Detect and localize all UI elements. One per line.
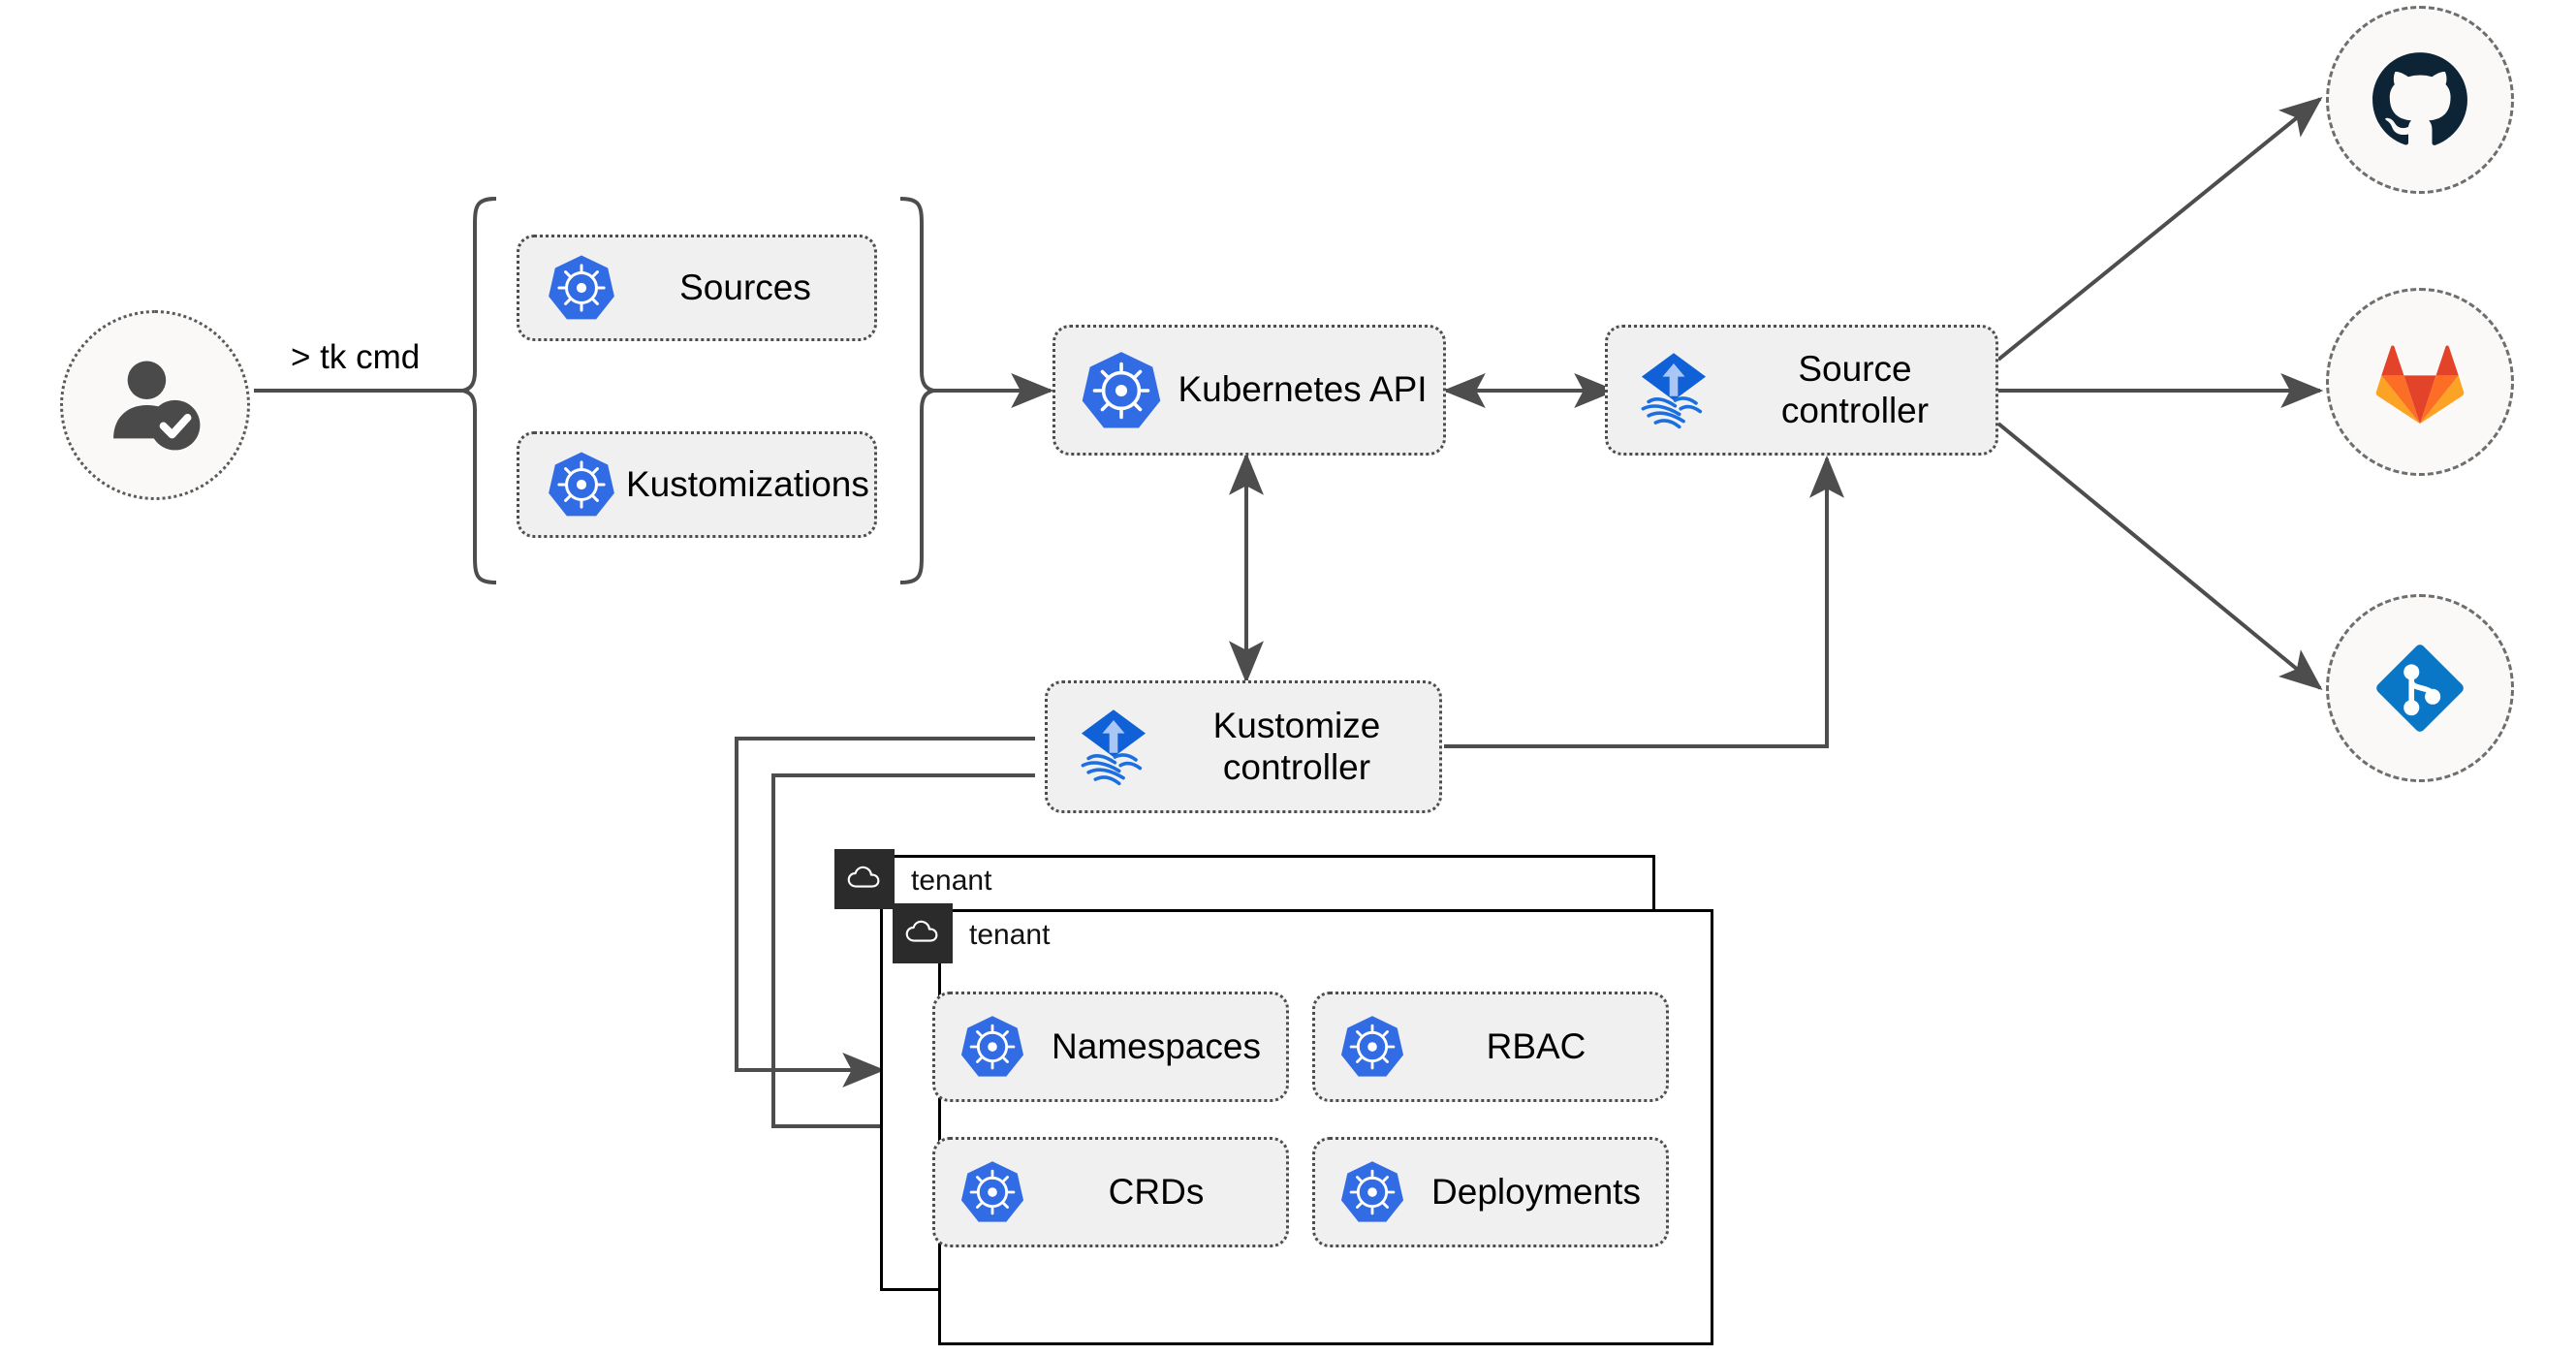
tenant-resource-crds[interactable]: CRDs [932, 1137, 1289, 1247]
github-icon [2372, 52, 2467, 145]
kubernetes-icon [1329, 1003, 1416, 1090]
tenant-resource-label: CRDs [1108, 1171, 1205, 1212]
tenant-resource-namespaces[interactable]: Namespaces [932, 992, 1289, 1102]
flux-icon [1623, 340, 1724, 441]
tenant-outer-tab[interactable] [834, 849, 895, 909]
tenant-resource-label: Deployments [1431, 1171, 1641, 1212]
tenant-inner-tab[interactable] [893, 903, 953, 963]
tenant-container-inner[interactable] [938, 909, 1713, 1345]
kubernetes-icon [949, 1003, 1036, 1090]
kubernetes-icon [949, 1149, 1036, 1236]
gitlab-icon [2375, 345, 2465, 425]
kubernetes-icon [537, 243, 626, 332]
provider-github[interactable] [2326, 6, 2514, 194]
kubernetes-icon [537, 440, 626, 529]
node-kustomize-controller[interactable]: Kustomize controller [1045, 680, 1442, 813]
tenant-resource-label: Namespaces [1052, 1025, 1261, 1066]
edge-kustomize-to-source-controller [1444, 455, 1844, 748]
kubernetes-icon [1329, 1149, 1416, 1236]
flux-icon [1063, 697, 1164, 798]
node-label: Kustomize controller [1212, 705, 1381, 787]
node-source-controller[interactable]: Source controller [1605, 325, 1998, 456]
crd-box-sources[interactable]: Sources [517, 235, 877, 341]
node-label: Source controller [1780, 348, 1930, 430]
crd-box-kustomizations[interactable]: Kustomizations [517, 431, 877, 538]
node-label: Kubernetes API [1178, 369, 1428, 410]
edge-source-controller-to-azure-repos [1996, 422, 2323, 691]
crd-box-label: Kustomizations [626, 463, 869, 504]
tenant-outer-title: tenant [911, 865, 992, 897]
tenant-resource-rbac[interactable]: RBAC [1312, 992, 1669, 1102]
tenant-resource-label: RBAC [1486, 1025, 1586, 1066]
cloud-icon [847, 866, 880, 888]
git-repo-icon [2376, 645, 2464, 732]
provider-gitlab[interactable] [2326, 288, 2514, 476]
provider-azure-repos[interactable] [2326, 594, 2514, 782]
actor-operator[interactable] [60, 310, 250, 500]
tenant-resource-deployments[interactable]: Deployments [1312, 1137, 1669, 1247]
cloud-icon [905, 920, 938, 942]
user-verified-icon [113, 361, 201, 451]
crd-box-label: Sources [679, 267, 811, 307]
node-kubernetes-api[interactable]: Kubernetes API [1052, 325, 1446, 456]
kubernetes-icon [1071, 340, 1172, 441]
command-label: > tk cmd [291, 338, 421, 376]
tenant-inner-title: tenant [969, 919, 1051, 951]
edge-source-controller-to-github [1996, 96, 2323, 362]
